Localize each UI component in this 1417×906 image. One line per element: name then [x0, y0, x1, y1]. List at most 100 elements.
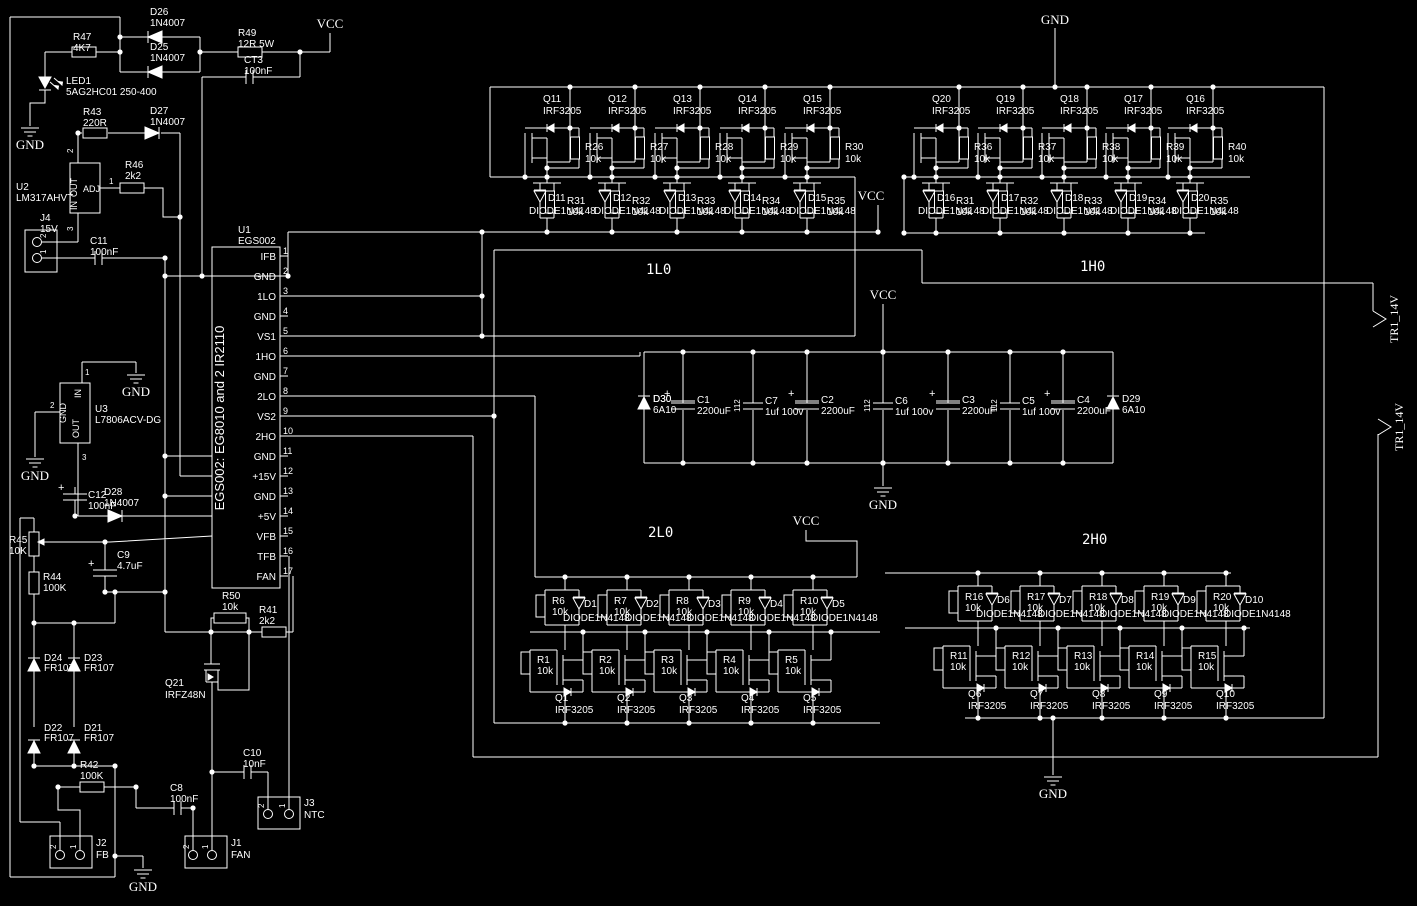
- poly: [598, 190, 612, 204]
- label: DIODE1N4148: [789, 206, 856, 217]
- label: 10k: [715, 154, 732, 165]
- label: R28: [715, 142, 734, 153]
- label: 5: [283, 326, 288, 336]
- junction: [246, 629, 252, 635]
- poly: [38, 76, 52, 90]
- junction: [1187, 230, 1193, 236]
- vcc-label: VCC: [793, 513, 820, 528]
- box: [1119, 647, 1130, 671]
- junction: [1084, 84, 1090, 90]
- label: 10k: [222, 602, 239, 613]
- box: [1023, 136, 1033, 160]
- label: C3: [962, 395, 975, 406]
- port-tr1-bottom: TR1_14V: [1392, 403, 1406, 451]
- junction: [697, 125, 703, 131]
- junction: [609, 174, 615, 180]
- gnd-label: GND: [16, 137, 44, 152]
- Q1-val: IRF3205: [555, 705, 594, 716]
- label: 10k: [1228, 154, 1245, 165]
- label: R6: [552, 596, 565, 607]
- box: [934, 190, 944, 214]
- label: DIODE1N4148: [1110, 206, 1177, 217]
- label: 1uf 100v: [1022, 407, 1060, 418]
- label: 10k: [827, 207, 844, 218]
- junction: [1103, 174, 1109, 180]
- label: R12: [1012, 651, 1031, 662]
- junction: [1020, 84, 1026, 90]
- label: IRFZ48N: [165, 690, 206, 701]
- junction: [102, 589, 108, 595]
- box: [184, 835, 228, 869]
- label: R40: [1228, 142, 1247, 153]
- junction: [766, 629, 772, 635]
- label: 6: [283, 346, 288, 356]
- label: R26: [585, 142, 604, 153]
- label: R1: [537, 655, 550, 666]
- label: DIODE1N4148: [529, 206, 596, 217]
- junction: [479, 333, 485, 339]
- box: [998, 190, 1008, 214]
- poly: [144, 126, 161, 140]
- box: [635, 136, 645, 160]
- label: 2200uF: [1077, 406, 1111, 417]
- box: [28, 531, 40, 557]
- box: [1062, 190, 1072, 214]
- Q13-ref: Q13: [673, 94, 692, 105]
- poly: [1233, 593, 1247, 607]
- label: L7806ACV-DG: [95, 415, 161, 426]
- junction: [1037, 570, 1043, 576]
- label: 1: [278, 803, 287, 808]
- label: R46: [125, 160, 144, 171]
- box: [82, 127, 108, 139]
- junction: [117, 34, 123, 40]
- label: FB: [96, 850, 109, 861]
- junction: [945, 349, 951, 355]
- label: R44: [43, 572, 62, 583]
- junction: [31, 620, 37, 626]
- box: [783, 594, 794, 618]
- Q11-val: IRF3205: [543, 106, 582, 117]
- label: 12R 5W: [238, 39, 275, 50]
- label: 112: [733, 399, 742, 412]
- label: D26: [150, 7, 169, 18]
- poly: [1176, 190, 1190, 204]
- junction: [177, 214, 183, 220]
- junction: [652, 174, 658, 180]
- label: U2: [16, 182, 29, 193]
- junction: [1020, 125, 1026, 131]
- label: 16: [283, 546, 293, 556]
- box: [1134, 590, 1145, 614]
- Q15-ref: Q15: [803, 94, 822, 105]
- label: GND: [58, 403, 68, 424]
- label: 7: [283, 366, 288, 376]
- label: CT3: [244, 55, 263, 66]
- junction: [975, 715, 981, 721]
- Q8-ref: Q8: [1092, 689, 1106, 700]
- box: [570, 136, 580, 160]
- label: D5: [832, 599, 845, 610]
- label: 10k: [974, 154, 991, 165]
- label: 3: [66, 226, 75, 231]
- box: [948, 590, 959, 614]
- box: [675, 190, 685, 214]
- label: Q21: [165, 678, 184, 689]
- label: R3: [661, 655, 674, 666]
- junction: [1241, 625, 1247, 631]
- label: 9: [283, 406, 288, 416]
- u1-pin-1: IFB: [260, 252, 276, 263]
- junction: [804, 165, 810, 171]
- junction: [945, 460, 951, 466]
- label: R2: [599, 655, 612, 666]
- box: [1213, 136, 1223, 160]
- junction: [1052, 84, 1058, 90]
- Q18-ref: Q18: [1060, 94, 1079, 105]
- label: J1: [231, 838, 242, 849]
- label: 10k: [614, 607, 631, 618]
- label: GND: [1041, 12, 1069, 27]
- label: FAN: [231, 850, 250, 861]
- label: 2200uF: [962, 406, 996, 417]
- junction: [1125, 165, 1131, 171]
- label: DIODE1N4148: [976, 609, 1043, 620]
- u1-pin-14: +5V: [258, 512, 276, 523]
- junction: [750, 460, 756, 466]
